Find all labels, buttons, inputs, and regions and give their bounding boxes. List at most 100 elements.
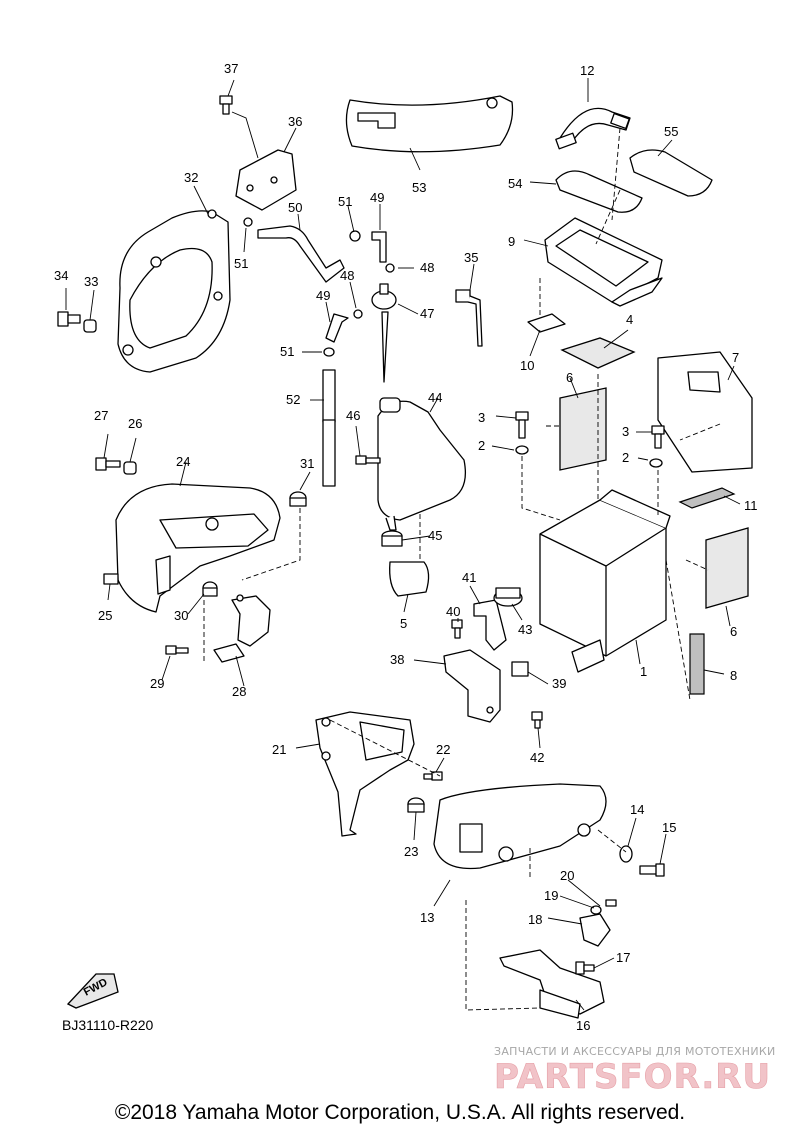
part-51-clip-c [323,347,335,357]
callout-15: 15 [662,820,676,835]
part-54-pad [555,170,643,213]
callout-51c: 51 [280,344,294,359]
part-47-valve [371,283,397,383]
callout-26: 26 [128,416,142,431]
callout-51b: 51 [234,256,248,271]
callout-50: 50 [288,200,302,215]
part-45-cap [381,530,403,547]
callout-40: 40 [446,604,460,619]
callout-20: 20 [560,868,574,883]
part-39-block [511,661,529,677]
callout-38: 38 [390,652,404,667]
part-2-washer-left [515,445,529,455]
copyright-notice: ©2018 Yamaha Motor Corporation, U.S.A. A… [114,1101,686,1124]
part-25-label [103,573,119,585]
part-22-bolt [423,771,443,781]
part-9-battery-tray [544,217,663,307]
part-44-reservoir [377,397,467,531]
callout-9: 9 [508,234,515,249]
part-12-strap [555,107,631,150]
part-42-bolt [531,711,543,729]
part-35-sensor [455,289,483,347]
part-6-pad-left [559,387,607,471]
callout-46: 46 [346,408,360,423]
callout-6a: 6 [566,370,573,385]
callout-18: 18 [528,912,542,927]
part-18-bracket [579,913,611,947]
fwd-arrow: FWD [66,973,119,1009]
callout-49b: 49 [316,288,330,303]
part-26-collar [123,461,137,475]
callout-48b: 48 [340,268,354,283]
callout-52: 52 [286,392,300,407]
callout-55: 55 [664,124,678,139]
part-37-bolt [219,95,233,115]
part-40-bolt [451,619,463,639]
part-51-clip-b [243,217,253,227]
callout-7: 7 [732,350,739,365]
callout-10: 10 [520,358,534,373]
part-46-bolt [355,455,381,465]
callout-8: 8 [730,668,737,683]
callout-43: 43 [518,622,532,637]
callout-4: 4 [626,312,633,327]
part-7-pad [657,351,753,473]
part-34-bolt [57,311,81,327]
callout-49a: 49 [370,190,384,205]
callout-21: 21 [272,742,286,757]
part-13-side-cover [433,783,607,870]
callout-30: 30 [174,608,188,623]
part-2-washer-right [649,458,663,468]
callout-6b: 6 [730,624,737,639]
part-52-tube [322,369,336,487]
figure-code: BJ31110-R220 [62,1017,154,1033]
part-3-bolt-right [651,425,665,449]
part-27-bolt [95,457,121,471]
part-48-clip-lower [353,309,363,319]
part-38-bracket [443,649,501,723]
part-17-bolt [575,961,595,975]
part-24-side-cover [115,483,281,613]
part-16-bracket [499,949,605,1019]
callout-24: 24 [176,454,190,469]
part-10-pad [527,313,566,333]
part-43-relay [493,587,523,607]
callout-28: 28 [232,684,246,699]
callout-16: 16 [576,1018,590,1033]
part-51-clip-a [349,230,361,242]
watermark: ЗАПЧАСТИ И АКСЕССУАРЫ ДЛЯ МОТОТЕХНИКИ PA… [494,1045,776,1097]
callout-12: 12 [580,63,594,78]
callout-5: 5 [400,616,407,631]
callout-42: 42 [530,750,544,765]
part-11-strip [678,487,736,509]
callout-41: 41 [462,570,476,585]
part-49-hose-upper [371,231,387,263]
callout-3b: 3 [622,424,629,439]
leader-lines [65,78,741,1011]
callout-53: 53 [412,180,426,195]
part-48-clip-upper [385,263,395,273]
part-31-grommet [289,491,307,507]
part-49-hose-lower [325,313,349,343]
part-33-collar [83,319,97,333]
callout-47: 47 [420,306,434,321]
part-50-hose [257,225,345,283]
part-32-side-cover [117,209,231,373]
callout-25: 25 [98,608,112,623]
part-6-pad-right [705,527,749,609]
callout-45: 45 [428,528,442,543]
callout-13: 13 [420,910,434,925]
dashed-assembly-lines [203,127,721,1011]
callout-39: 39 [552,676,566,691]
part-29-bolt [165,645,189,655]
callout-1: 1 [640,664,647,679]
watermark-subtitle: ЗАПЧАСТИ И АКСЕССУАРЫ ДЛЯ МОТОТЕХНИКИ [494,1045,776,1058]
callout-2a: 2 [478,438,485,453]
callout-22: 22 [436,742,450,757]
part-4-pad [560,337,636,369]
callout-17: 17 [616,950,630,965]
callout-54: 54 [508,176,522,191]
callout-29: 29 [150,676,164,691]
part-5-pad [389,561,430,597]
